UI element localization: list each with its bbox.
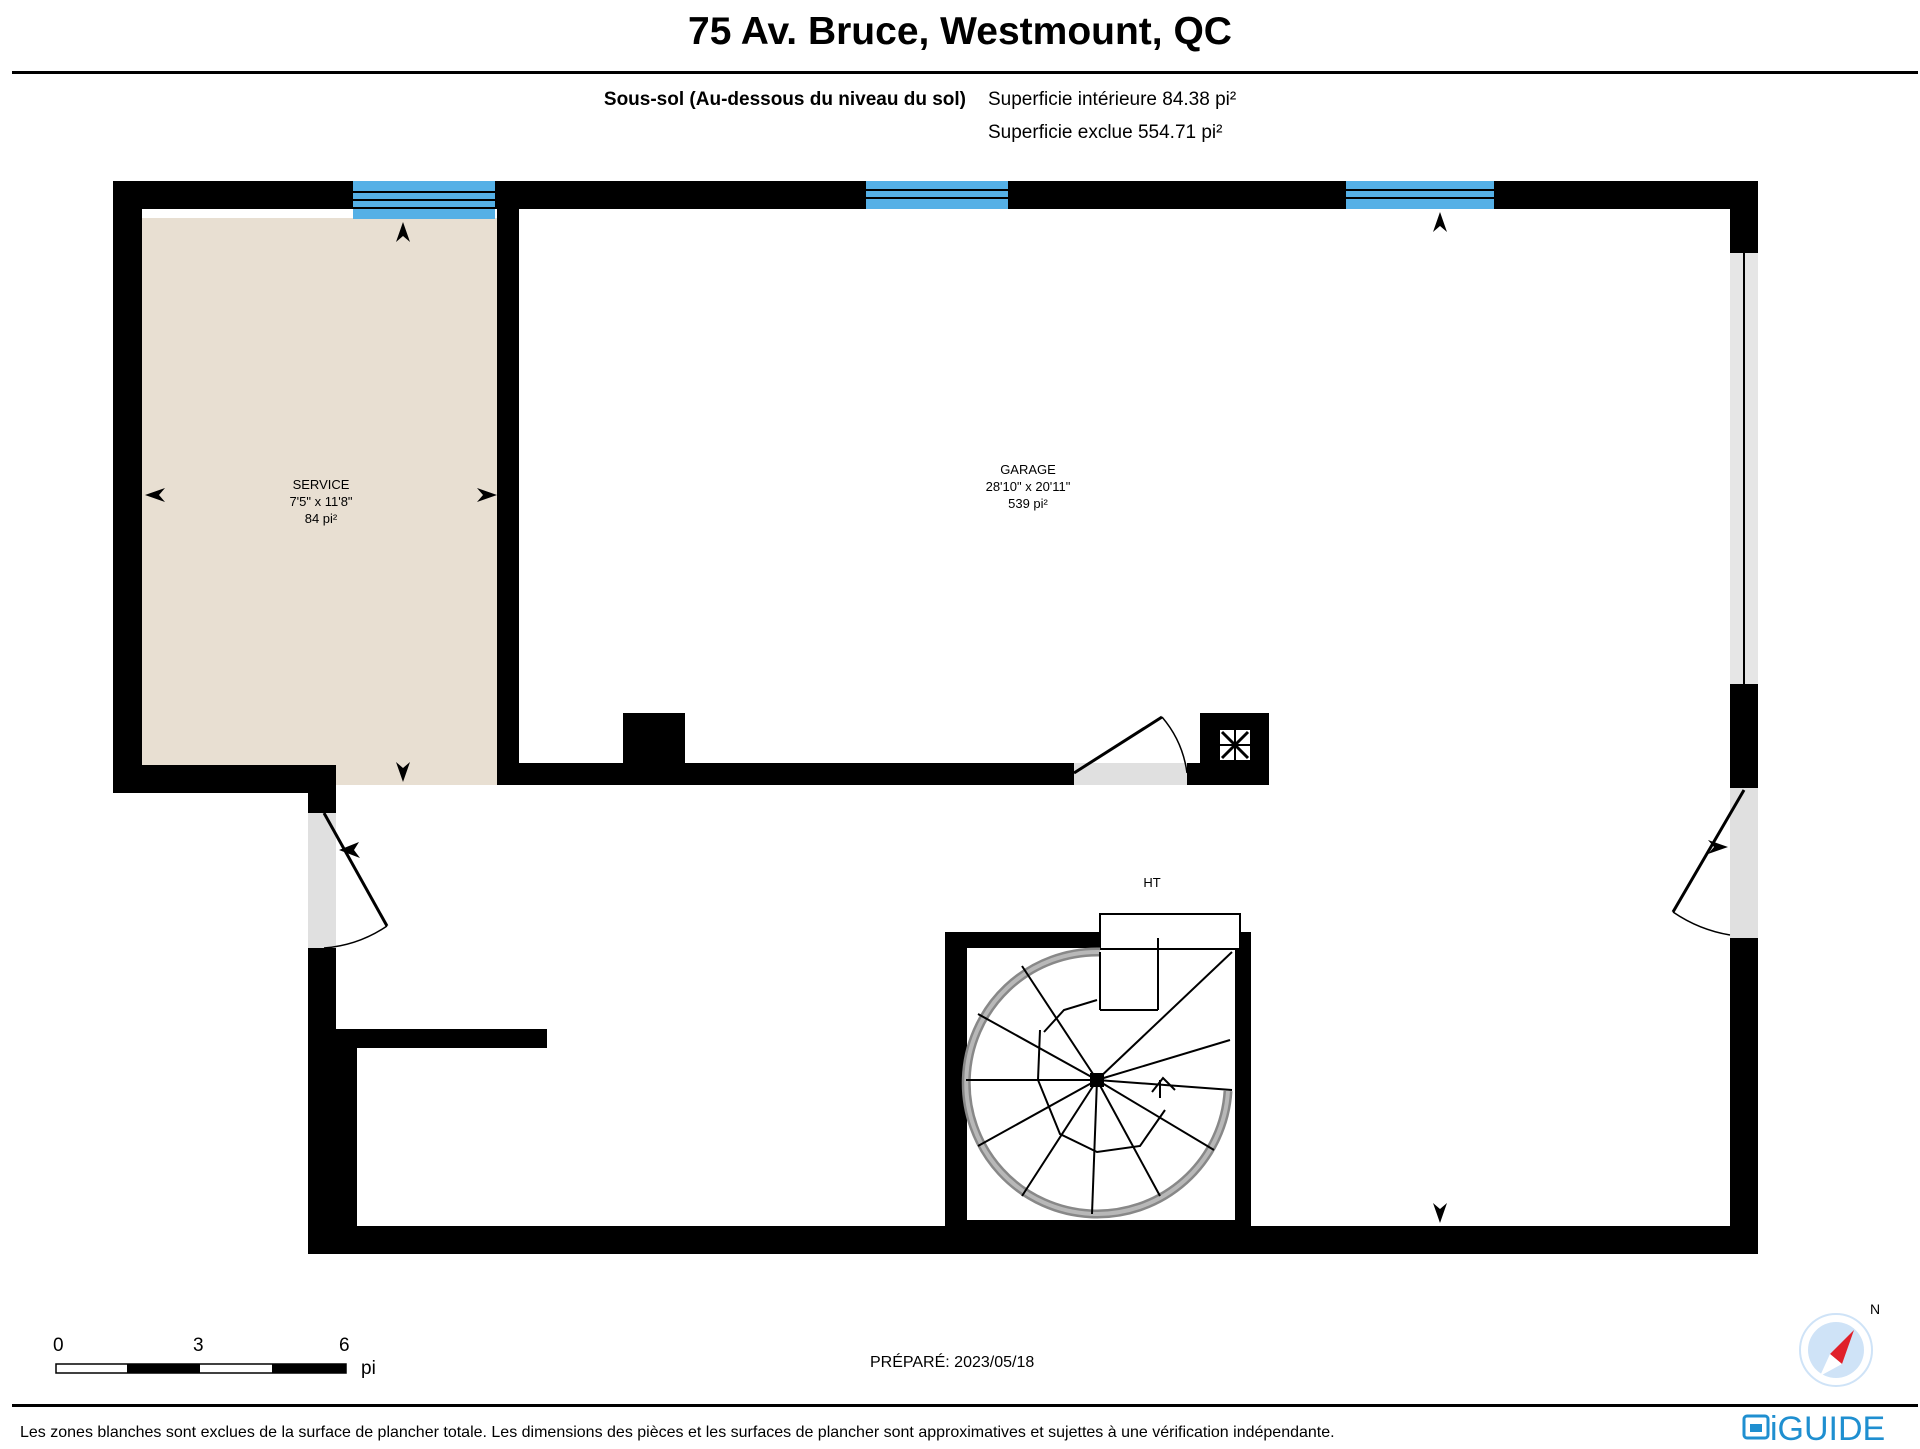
scale-label-6: 6 [339,1335,350,1356]
excluded-area: Superficie exclue 554.71 pi² [988,122,1223,143]
garage-dims: 28'10" x 20'11" [986,479,1071,494]
interior-area: Superficie intérieure 84.38 pi² [988,89,1237,110]
footer-divider [12,1404,1918,1407]
ht-label: HT [1143,875,1160,890]
compass-label: N [1870,1301,1880,1317]
room-label-garage: GARAGE 28'10" x 20'11" 539 pi² [986,462,1071,511]
service-dims: 7'5" x 11'8" [289,494,352,509]
compass-icon: N [1799,1301,1880,1387]
garage-area: 539 pi² [1008,496,1048,511]
window-2 [866,181,1008,209]
page-title: 75 Av. Bruce, Westmount, QC [688,10,1232,53]
window-3 [1346,181,1494,209]
prepared-date: PRÉPARÉ: 2023/05/18 [870,1354,1035,1371]
scale-bar [55,1363,347,1374]
scale-label-0: 0 [53,1335,64,1356]
room-label-service: SERVICE 7'5" x 11'8" 84 pi² [289,477,352,526]
doors [308,715,1758,949]
garage-door-opening [1730,253,1758,684]
scale-unit: pi [361,1358,376,1379]
service-room-fill [142,218,500,785]
spiral-staircase [961,913,1241,1219]
window-1 [353,181,495,219]
service-name: SERVICE [293,477,350,492]
measurement-arrows [145,212,1728,1223]
windows [353,181,1494,219]
iguide-logo-text: iGUIDE [1770,1410,1886,1448]
floor-name: Sous-sol (Au-dessous du niveau du sol) [603,89,966,110]
disclaimer: Les zones blanches sont exclues de la su… [20,1424,1335,1441]
iguide-logo: iGUIDE [1742,1410,1908,1448]
service-area: 84 pi² [305,511,338,526]
iguide-logo-icon [1742,1414,1770,1440]
scale-label-3: 3 [193,1335,204,1356]
chimney-icon [1220,730,1250,760]
header-divider [12,71,1918,74]
garage-name: GARAGE [1000,462,1056,477]
